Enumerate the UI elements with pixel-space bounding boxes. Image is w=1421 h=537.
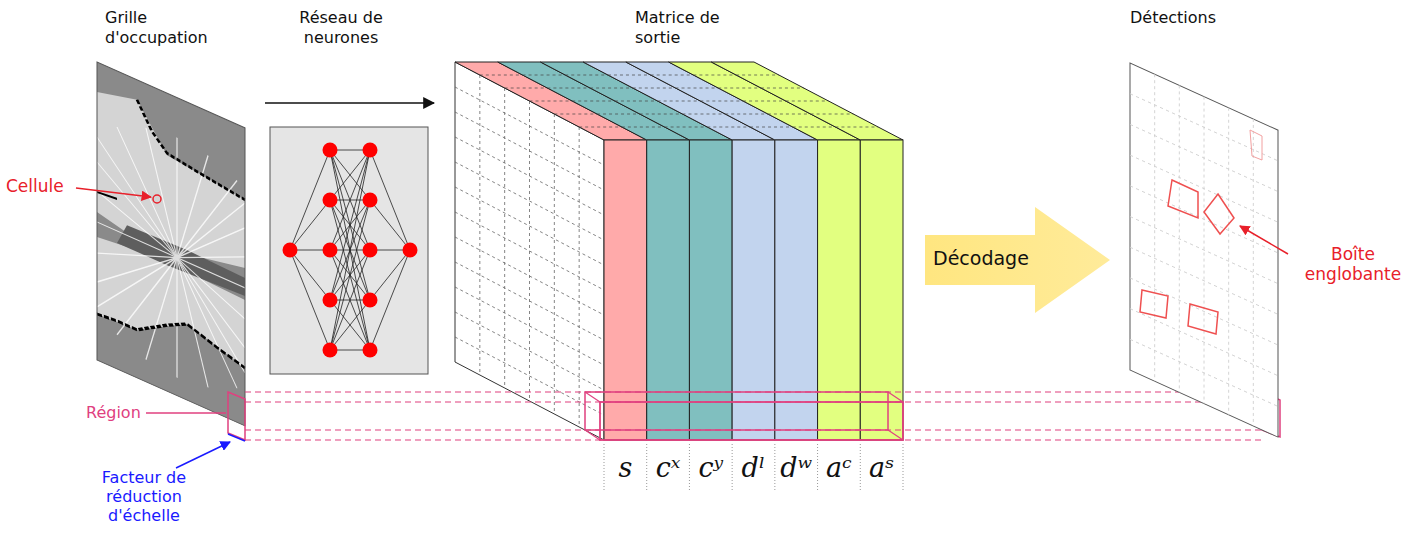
flow-arrow	[265, 102, 434, 104]
leader-line	[76, 188, 151, 197]
occupancy-grid	[97, 62, 245, 426]
callout-label: Facteur de réduction d'échelle	[92, 468, 196, 526]
channel-symbol: cˣ	[647, 452, 690, 484]
detections-panel	[1130, 63, 1278, 437]
cell-marker	[153, 195, 161, 203]
callout-label: Cellule	[6, 176, 76, 196]
detections-panel: Détections	[1130, 8, 1280, 440]
region-marker	[228, 392, 245, 440]
grid-panel: Grille d'occupation	[97, 8, 247, 442]
channel-symbol: dʷ	[775, 452, 818, 484]
panel-heading: Détections	[1130, 8, 1270, 28]
panel-heading: Grille d'occupation	[105, 8, 217, 48]
channel-symbol: aᶜ	[818, 452, 861, 484]
channel-symbol: s	[604, 452, 647, 484]
network-box	[270, 127, 428, 374]
decoding-arrow: Décodage	[925, 207, 1110, 313]
matrix-cube: Matrice de sortie	[440, 8, 905, 442]
region-projection	[245, 392, 1280, 440]
channel-symbol: cʸ	[689, 452, 732, 484]
channel-symbol: dˡ	[732, 452, 775, 484]
network-figure	[283, 143, 418, 358]
arrow-label: Décodage	[933, 247, 1053, 271]
callout-label: Boîte englobante	[1290, 244, 1416, 285]
leader-line	[1240, 226, 1288, 254]
panel-heading: Matrice de sortie	[635, 8, 725, 48]
output-cube	[455, 62, 903, 490]
callout-label: Région	[86, 403, 146, 422]
bounding-boxes	[1140, 130, 1262, 334]
leader-line	[146, 412, 226, 414]
leader-line	[176, 442, 230, 468]
panel-heading: Réseau de neurones	[266, 8, 416, 48]
network-panel: Réseau de neurones	[262, 8, 432, 376]
scale-bracket	[228, 434, 245, 441]
channel-symbol: aˢ	[860, 452, 903, 484]
